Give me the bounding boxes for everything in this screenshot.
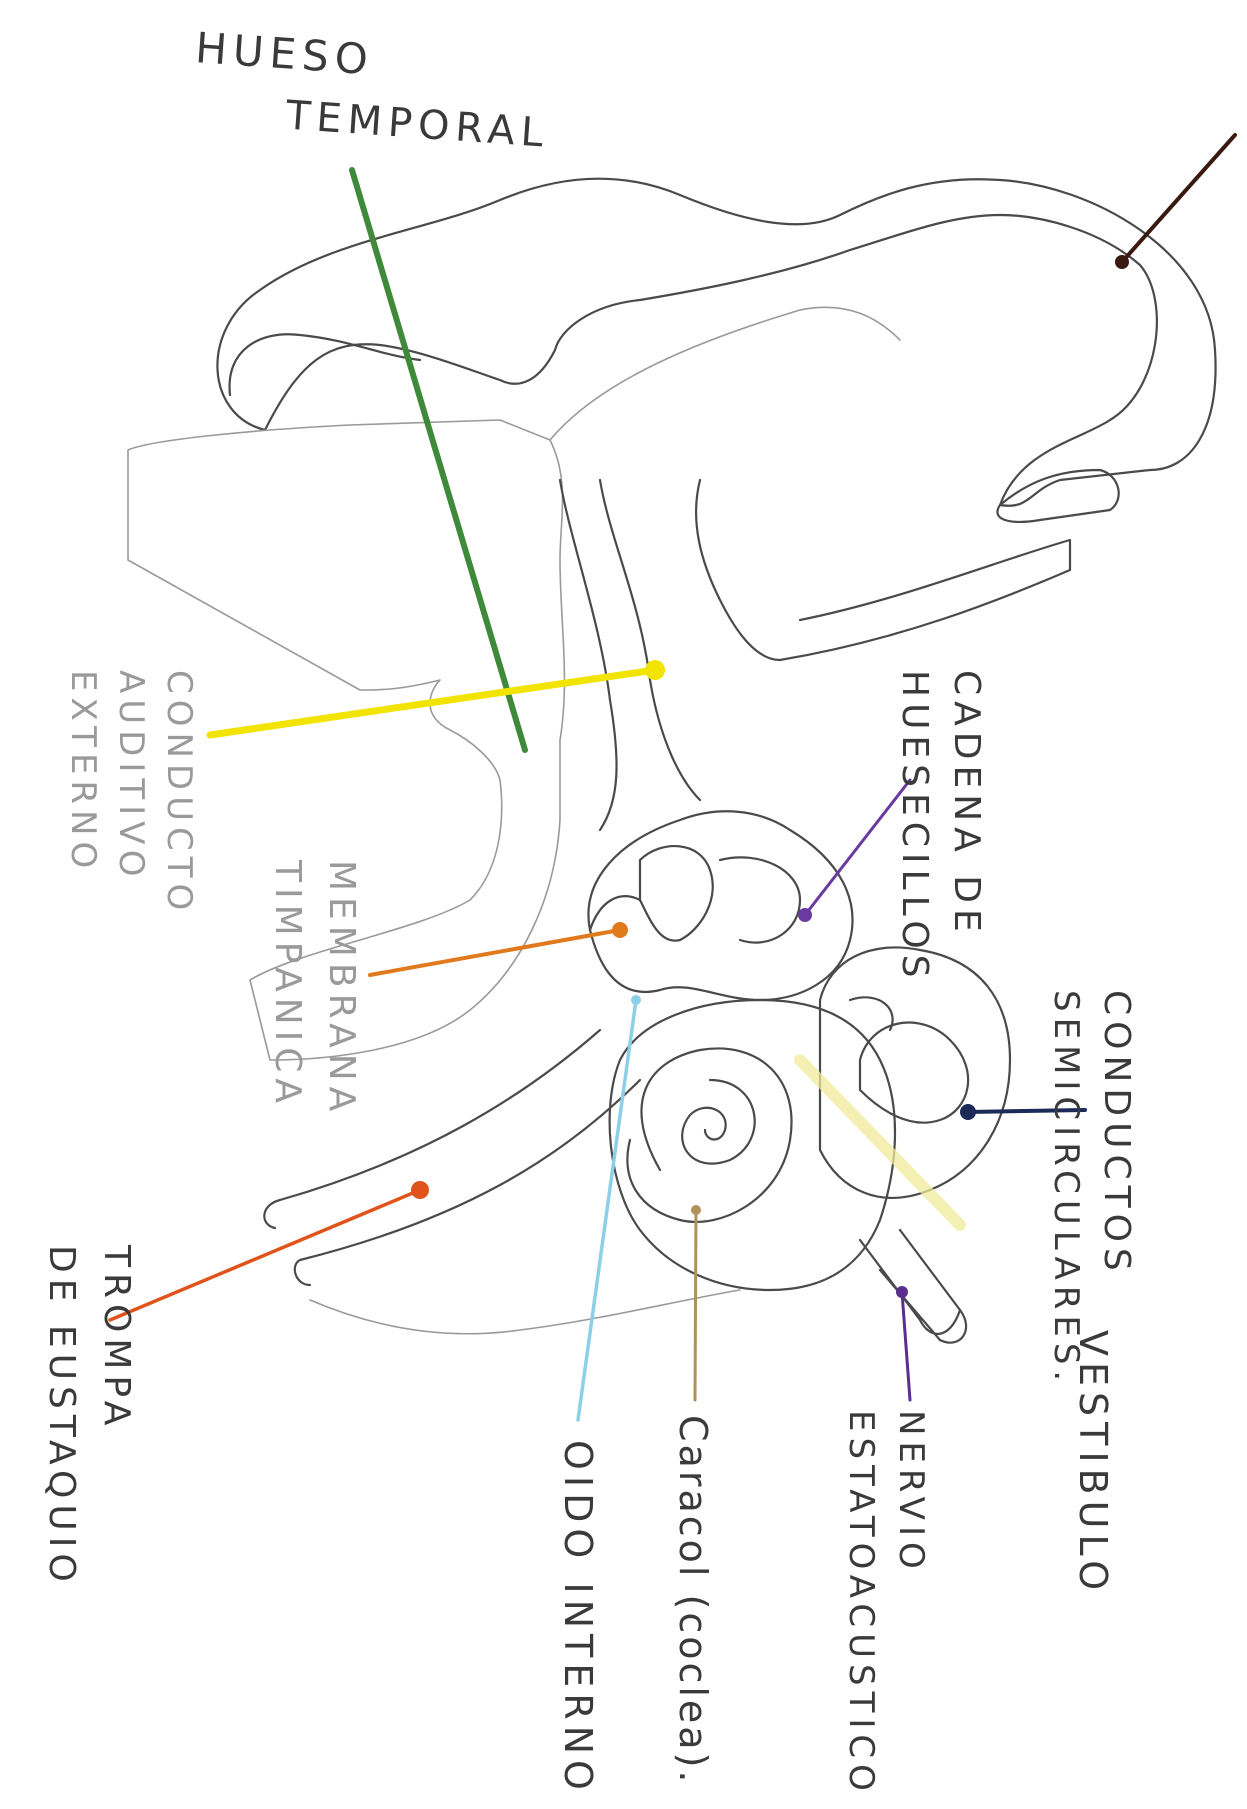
semicirculares-label-2: SEMICIRCULARES. [1046, 990, 1086, 1387]
conducto-auditivo-label-3: EXTERNO [63, 670, 103, 874]
auricle-inner-fold [230, 334, 420, 395]
caracol-leader [695, 1210, 696, 1400]
caracol-dot [691, 1205, 701, 1215]
canal-back-wall [696, 480, 1070, 660]
semicircular-canal-1 [860, 1023, 968, 1123]
trompa-dot [411, 1181, 429, 1199]
temporal-bone-inner [550, 307, 900, 440]
semicirculares-label-1: CONDUCTOS [1096, 990, 1137, 1277]
hueso-temporal-leader [352, 170, 525, 750]
conducto-auditivo-label-1: CONDUCTO [159, 670, 199, 916]
conducto-auditivo-label-2: AUDITIVO [111, 670, 151, 883]
hueso-temporal-label-1: HUESO [194, 23, 376, 84]
nervio-dot [896, 1286, 908, 1298]
trompa-label-2: DE EUSTAQUIO [41, 1245, 82, 1588]
labyrinth-outline [820, 947, 1010, 1197]
conducto-auditivo-dot [645, 660, 665, 680]
conducto-auditivo-leader [210, 670, 655, 735]
cadena-label-2: HUESECILLOS [894, 670, 935, 984]
eustachian-tube-upper [264, 1030, 600, 1228]
inner-ear-body [610, 1000, 895, 1290]
external-canal-upper [600, 480, 700, 800]
trompa-label-1: TROMPA [96, 1244, 137, 1431]
nervio-leader [902, 1292, 910, 1400]
ossicle-incus [720, 857, 800, 942]
caracol-label: Caracol (coclea). [671, 1415, 715, 1786]
nerve-bundle [860, 1230, 960, 1340]
top-right-dot [1115, 255, 1129, 269]
vestibulo-highlight [800, 1060, 960, 1225]
cochlea-spiral [682, 1080, 755, 1164]
nervio-label-1: NERVIO [891, 1410, 931, 1575]
membrana-timpanica-leader [370, 930, 620, 975]
top-right-leader [1122, 135, 1235, 262]
semicircular-canal-2 [850, 997, 893, 1030]
oido-interno-dot [631, 995, 641, 1005]
cadena-dot [798, 908, 812, 922]
membrana-timpanica-label-2: TIMPANICA [267, 859, 308, 1109]
hueso-temporal-label-2: TEMPORAL [283, 92, 550, 156]
external-canal-lower [560, 480, 617, 830]
membrana-timpanica-dot [612, 922, 628, 938]
nervio-label-2: ESTATOACUSTICO [841, 1410, 881, 1797]
cadena-label-1: CADENA DE [946, 670, 987, 938]
membrana-timpanica-label-1: MEMBRANA [321, 860, 362, 1117]
semicirculares-dot [960, 1104, 976, 1120]
lower-skull-base [310, 1290, 740, 1334]
cochlea-outer [627, 1048, 791, 1221]
ossicle-malleus [640, 846, 713, 941]
oido-interno-label: OIDO INTERNO [556, 1440, 600, 1796]
